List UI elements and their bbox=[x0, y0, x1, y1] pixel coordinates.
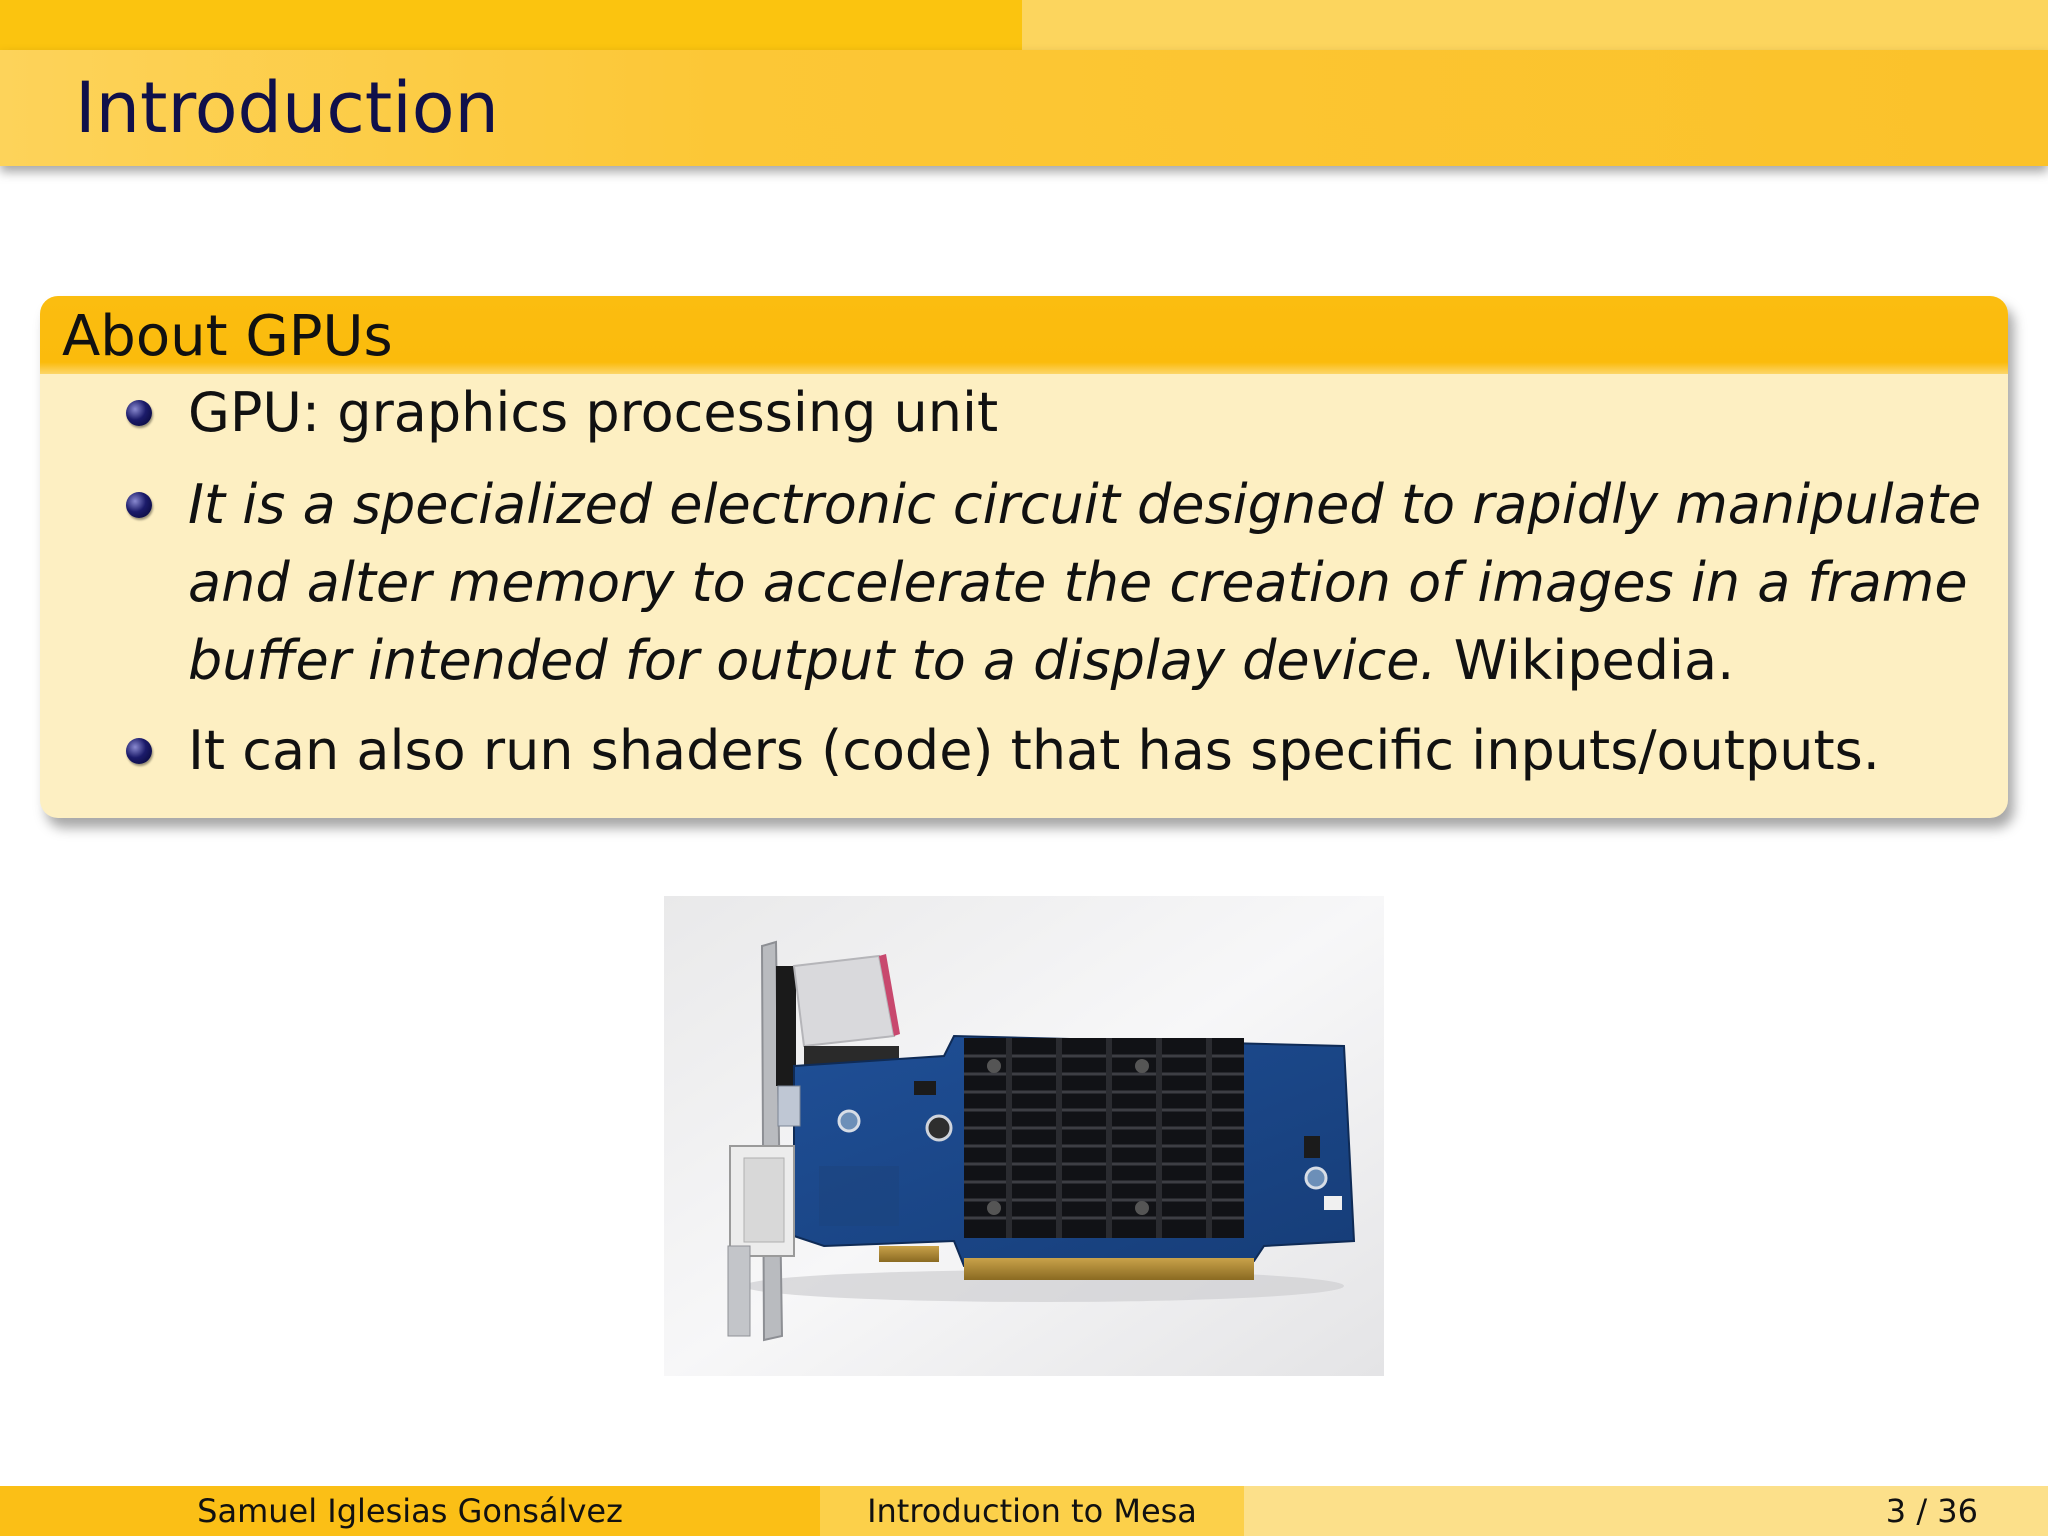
footer-page-number: 3 / 36 bbox=[1885, 1492, 1978, 1530]
top-strip-right bbox=[1022, 0, 2048, 50]
bullet-icon bbox=[126, 738, 152, 764]
title-bar: Introduction bbox=[0, 50, 2048, 166]
bullet-text-1: GPU: graphics processing unit bbox=[188, 381, 999, 444]
pcie-connector bbox=[964, 1258, 1254, 1280]
footer: Samuel Iglesias Gonsálvez Introduction t… bbox=[0, 1486, 2048, 1536]
footer-page-box: 3 / 36 bbox=[1244, 1486, 2048, 1536]
top-strip-left bbox=[0, 0, 1022, 50]
block-header: About GPUs bbox=[40, 296, 2008, 374]
gpu-photo bbox=[664, 896, 1384, 1376]
footer-talk-title: Introduction to Mesa bbox=[820, 1486, 1244, 1536]
quote-source: Wikipedia. bbox=[1436, 629, 1735, 692]
quote-text: It is a specialized electronic circuit d… bbox=[188, 473, 1982, 692]
heatsink bbox=[964, 1038, 1244, 1238]
bullet-icon bbox=[126, 400, 152, 426]
bullet-icon bbox=[126, 492, 152, 518]
bullet-text-3: It can also run shaders (code) that has … bbox=[188, 719, 1880, 782]
bullet-text-2: It is a specialized electronic circuit d… bbox=[188, 466, 1988, 700]
block-title: About GPUs bbox=[62, 304, 393, 369]
about-gpus-block: About GPUs GPU: graphics processing unit… bbox=[40, 296, 2008, 818]
footer-author: Samuel Iglesias Gonsálvez bbox=[0, 1486, 820, 1536]
slide-title: Introduction bbox=[75, 67, 499, 149]
